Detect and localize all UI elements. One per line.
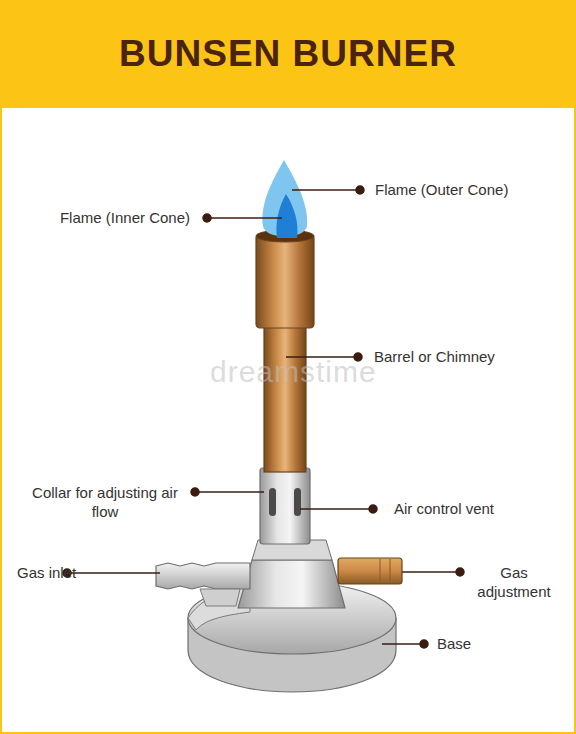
watermark: dreamstime [210, 355, 377, 389]
part-label: Flame (Inner Cone) [60, 208, 190, 227]
title: BUNSEN BURNER [0, 0, 576, 108]
part-label: Air control vent [394, 499, 494, 518]
part-label: Flame (Outer Cone) [375, 180, 508, 199]
part-label: Barrel or Chimney [374, 347, 495, 366]
part-label: Gas adjustment [468, 563, 560, 601]
part-label: Base [437, 634, 471, 653]
part-label: Gas inlet [17, 563, 76, 582]
part-label: Collar for adjusting air flow [25, 483, 185, 521]
